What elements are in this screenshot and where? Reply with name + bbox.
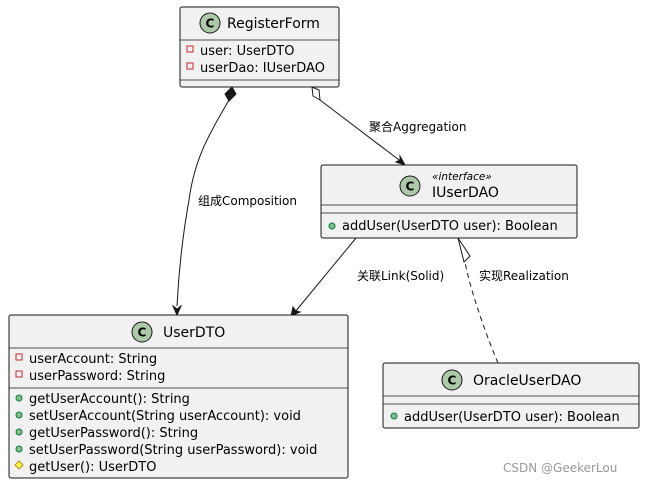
realization-triangle-icon [457, 237, 471, 263]
class-badge-icon [441, 369, 463, 391]
composition-edge [171, 86, 237, 317]
field: userAccount: String [29, 352, 157, 367]
class-name: IUserDAO [432, 185, 499, 201]
method: addUser(UserDTO user): Boolean [404, 410, 620, 425]
composition-label: 组成Composition [198, 194, 297, 208]
class-badge-letter: C [406, 180, 415, 194]
public-visibility-icon [328, 222, 336, 230]
class-badge-letter: C [138, 326, 147, 340]
class-name: RegisterForm [227, 16, 320, 32]
association-edge [290, 237, 357, 317]
private-visibility-icon [15, 370, 23, 378]
class-iuser-dao[interactable]: C «interface» IUserDAO addUser(UserDTO u… [320, 164, 578, 239]
composition-diamond-icon [224, 86, 237, 102]
public-visibility-icon [15, 428, 23, 436]
aggregation-label: 聚合Aggregation [369, 119, 466, 134]
arrowhead-icon [290, 305, 302, 317]
public-visibility-icon [15, 445, 23, 453]
class-badge-letter: C [206, 17, 215, 31]
protected-visibility-icon [14, 460, 24, 470]
public-visibility-icon [15, 394, 23, 402]
class-oracle-user-dao[interactable]: C OracleUserDAO addUser(UserDTO user): B… [382, 362, 640, 429]
method: setUserAccount(String userAccount): void [29, 409, 301, 424]
private-visibility-icon [186, 62, 194, 70]
arrowhead-icon [394, 154, 407, 166]
stereotype: «interface» [432, 171, 492, 183]
private-visibility-icon [15, 353, 23, 361]
watermark: CSDN @GeekerLou [503, 461, 617, 475]
class-badge-icon [131, 321, 153, 343]
field: userDao: IUserDAO [200, 61, 325, 76]
class-name: OracleUserDAO [473, 373, 581, 389]
class-badge-letter: C [448, 374, 457, 388]
class-badge-icon [399, 175, 421, 197]
private-visibility-icon [186, 45, 194, 53]
method: getUserAccount(): String [29, 392, 190, 407]
association-label: 关联Link(Solid) [357, 269, 444, 283]
method: setUserPassword(String userPassword): vo… [29, 443, 317, 458]
class-name: UserDTO [163, 325, 225, 341]
public-visibility-icon [390, 412, 398, 420]
method: getUserPassword(): String [29, 426, 198, 441]
aggregation-edge [311, 86, 407, 166]
class-badge-icon [199, 12, 221, 34]
field: userPassword: String [29, 369, 165, 384]
arrowhead-icon [171, 304, 183, 317]
field: user: UserDTO [200, 44, 294, 59]
realization-label: 实现Realization [479, 268, 569, 283]
public-visibility-icon [15, 411, 23, 419]
class-user-dto[interactable]: C UserDTO userAccount: String userPasswo… [8, 314, 349, 479]
method: addUser(UserDTO user): Boolean [342, 219, 558, 234]
method: getUser(): UserDTO [29, 460, 156, 475]
aggregation-diamond-icon [311, 86, 321, 101]
realization-edge [457, 237, 499, 364]
class-register-form[interactable]: C RegisterForm user: UserDTO userDao: IU… [179, 6, 340, 88]
